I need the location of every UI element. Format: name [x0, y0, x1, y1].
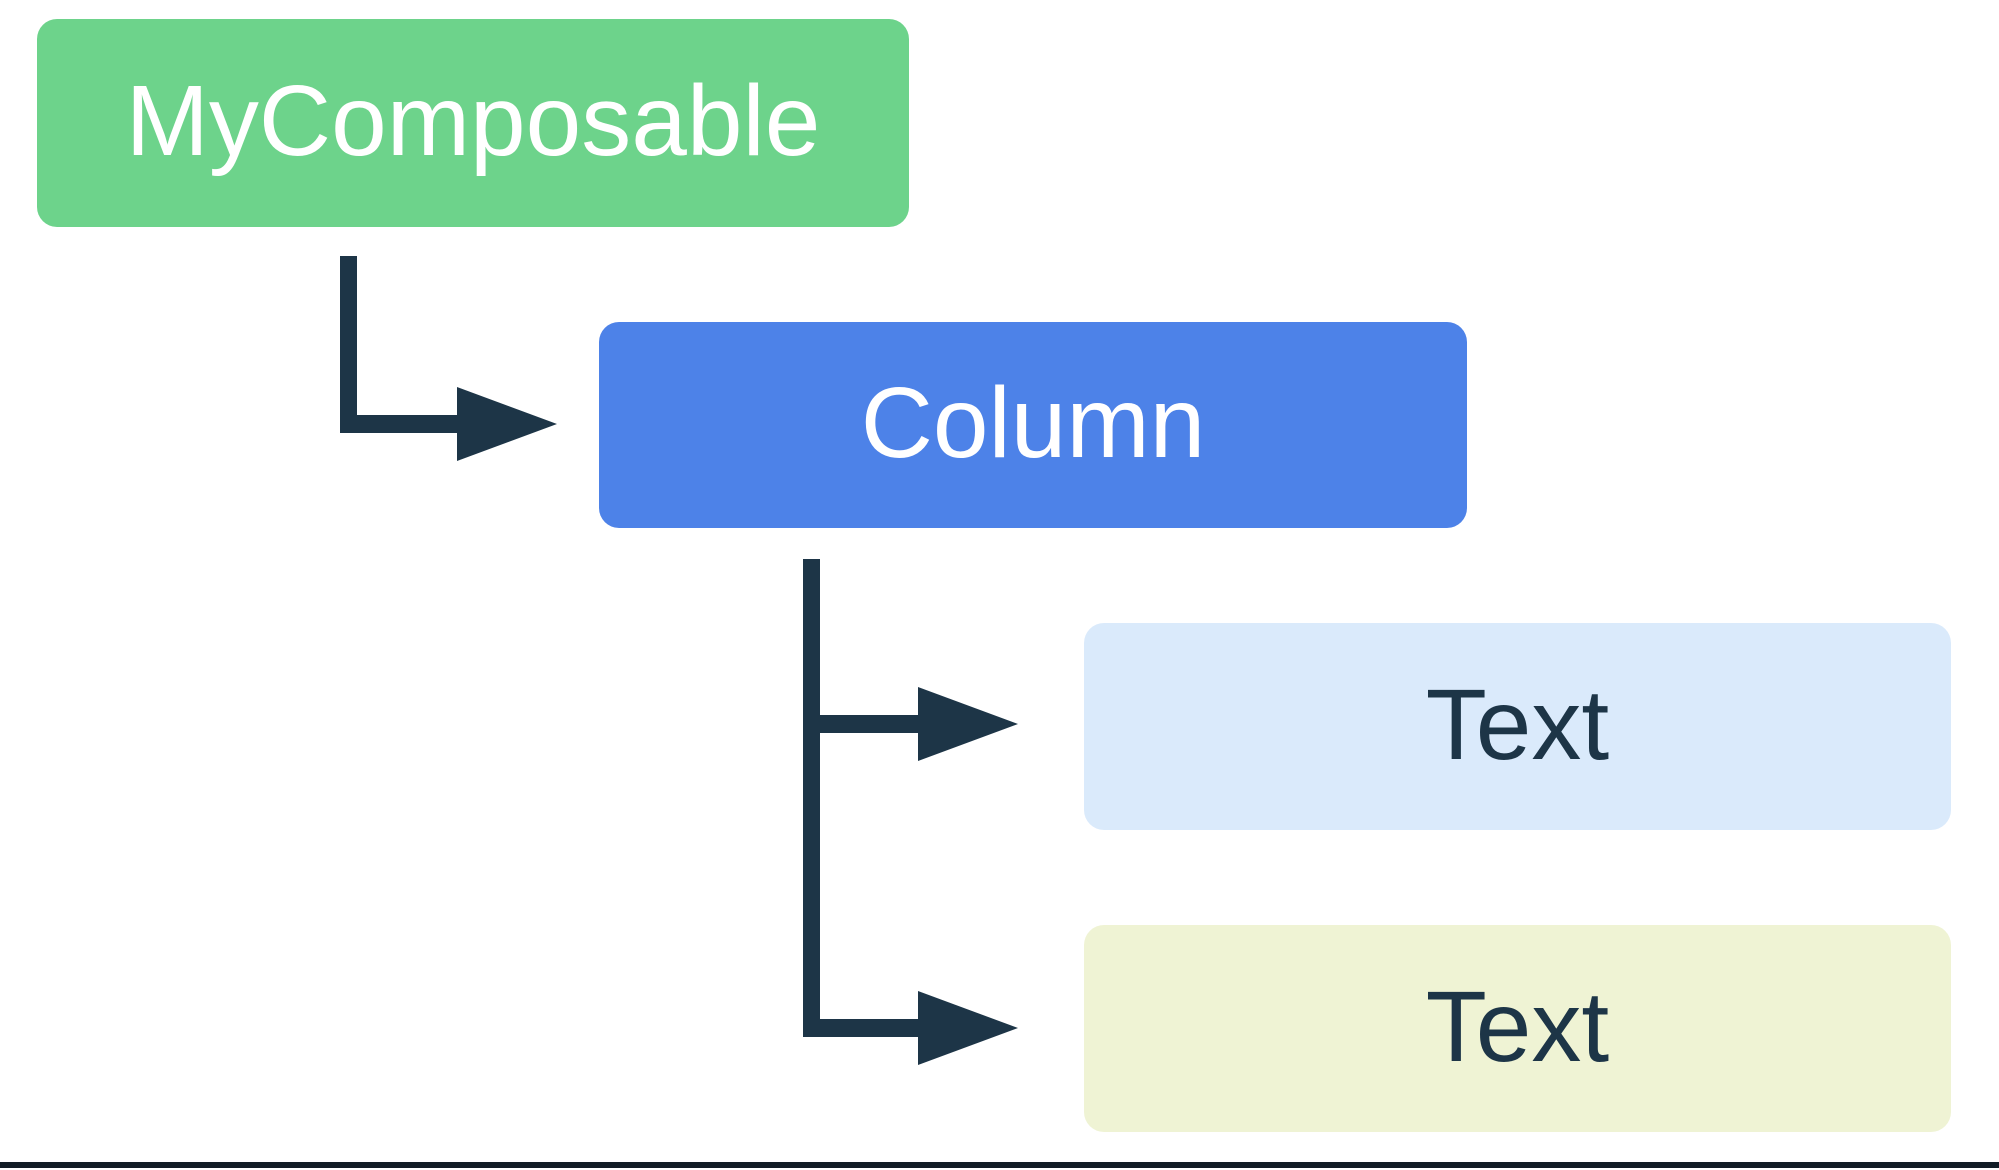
node-text-second-label: Text — [1425, 970, 1610, 1083]
arrow-head-icon — [918, 991, 1018, 1065]
bottom-divider — [0, 1162, 1999, 1168]
node-text-first: Text — [1084, 623, 1951, 830]
connector-column-text-first-branch — [803, 715, 923, 733]
connector-column-children-trunk — [803, 559, 820, 1037]
arrow-head-icon — [918, 687, 1018, 761]
node-text-first-label: Text — [1425, 668, 1610, 781]
node-column: Column — [599, 322, 1467, 528]
connector-mycomposable-column-horizontal — [340, 415, 462, 433]
node-column-label: Column — [860, 367, 1206, 479]
connector-mycomposable-column-vertical — [340, 256, 357, 433]
node-mycomposable: MyComposable — [37, 19, 909, 227]
arrow-head-icon — [457, 387, 557, 461]
node-text-second: Text — [1084, 925, 1951, 1132]
connector-column-text-second-branch — [803, 1019, 923, 1037]
node-mycomposable-label: MyComposable — [125, 65, 821, 177]
